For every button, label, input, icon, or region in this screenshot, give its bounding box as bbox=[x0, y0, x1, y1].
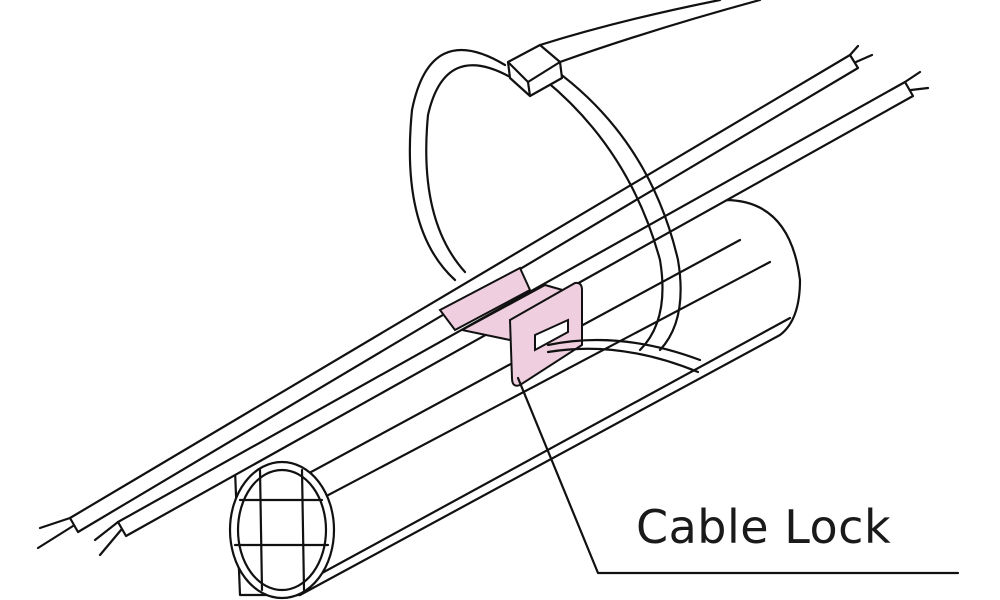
tube bbox=[228, 198, 802, 600]
cable-tie bbox=[408, 0, 762, 352]
tube-end bbox=[228, 460, 336, 600]
callout-leader-line bbox=[516, 376, 960, 575]
callout-label: Cable Lock bbox=[636, 500, 892, 554]
cable-lock bbox=[438, 266, 702, 387]
cable-left bbox=[36, 44, 874, 550]
